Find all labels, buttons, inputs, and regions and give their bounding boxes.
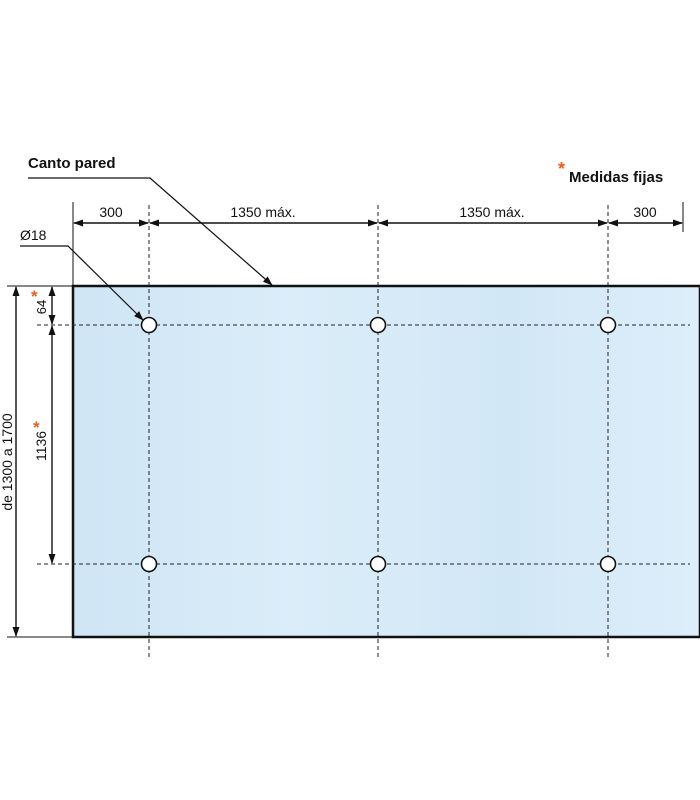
fixed-note-label: Medidas fijas [569,169,663,186]
edge-label: Canto pared [28,155,116,172]
left-dimension-lines [12,286,56,637]
hole-spacing-label: 1136 [33,431,49,461]
vertical-center-lines [148,205,609,660]
top-offset-label: 64 [34,300,49,314]
circle-hole-icon [369,316,387,334]
fixed-note-star: * [558,159,565,179]
circle-hole-icon [140,555,158,573]
holes [140,316,617,573]
dim-label-span-2: 1350 máx. [459,204,524,220]
circle-hole-icon [140,316,158,334]
circle-hole-icon [599,316,617,334]
dim-label-right-margin: 300 [633,204,657,220]
edge-leader-line [28,177,273,286]
dim-label-span-1: 1350 máx. [230,204,295,220]
hole-spacing-star: * [33,418,40,437]
glass-panel [71,284,700,639]
hole-diameter-label: Ø18 [20,227,47,243]
total-height-label: de 1300 a 1700 [0,413,15,511]
dim-label-left-margin: 300 [99,204,123,220]
top-offset-star: * [31,287,38,306]
circle-hole-icon [369,555,387,573]
circle-hole-icon [599,555,617,573]
hole-diameter-leader [20,245,144,321]
